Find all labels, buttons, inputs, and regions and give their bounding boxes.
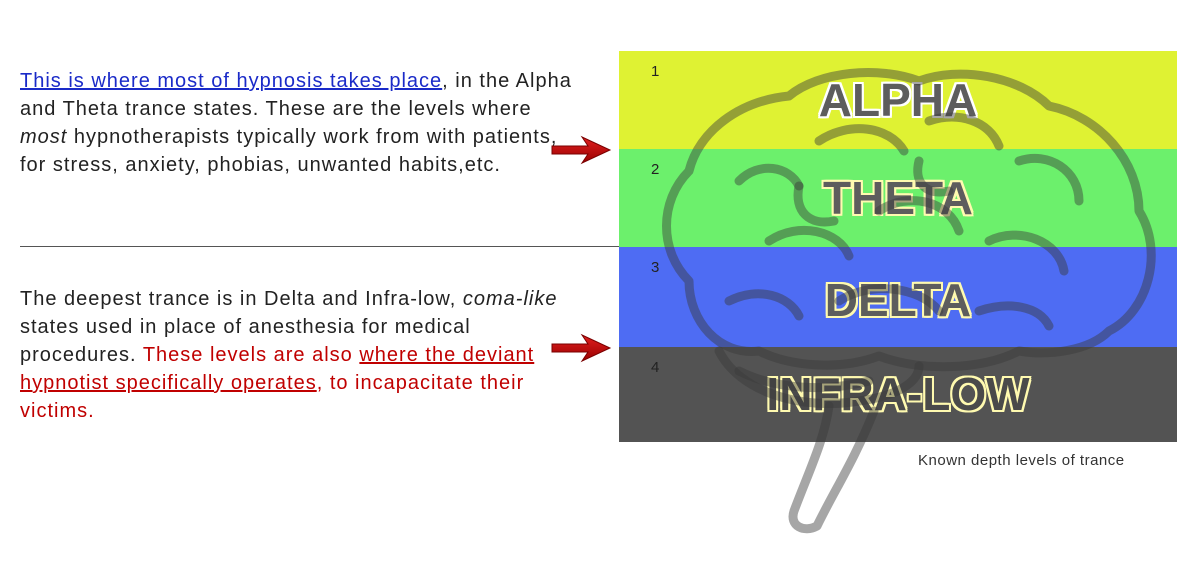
- band-number: 2: [651, 161, 660, 178]
- band-infra-low: 4 INFRA-LOW: [619, 347, 1177, 442]
- p1-text-a: in the Alpha and Theta trance states. Th…: [20, 70, 572, 120]
- p2-emphasis: coma-like: [462, 288, 558, 310]
- p1-comma: ,: [442, 70, 449, 92]
- right-arrow-icon: [551, 135, 612, 165]
- band-label-delta: DELTA: [824, 274, 972, 326]
- band-alpha: 1 ALPHA: [619, 51, 1177, 149]
- band-number: 1: [651, 63, 660, 80]
- p2-red-end: , to incapacitate their victims.: [20, 372, 525, 422]
- deviant-hypnotist-link[interactable]: where the deviant hypnotist specifically…: [20, 344, 535, 394]
- p1-emphasis: most: [20, 126, 68, 148]
- band-label-theta: THETA: [823, 172, 973, 224]
- p2-text-a: The deepest trance is in Delta and Infra…: [20, 288, 463, 310]
- band-label-infra-low: INFRA-LOW: [766, 368, 1030, 420]
- hypnosis-place-link[interactable]: This is where most of hypnosis takes pla…: [20, 70, 443, 92]
- band-number: 4: [651, 359, 660, 376]
- section-divider: [20, 246, 620, 247]
- intro-paragraph: This is where most of hypnosis takes pla…: [20, 67, 580, 179]
- band-number: 3: [651, 259, 660, 276]
- band-theta: 2 THETA: [619, 149, 1177, 247]
- band-delta: 3 DELTA: [619, 247, 1177, 347]
- right-arrow-icon: [551, 333, 612, 363]
- band-label-alpha: ALPHA: [818, 74, 978, 126]
- p2-red-text: These levels are also: [142, 344, 360, 366]
- p2-text-b: states used in place of anesthesia for m…: [20, 316, 471, 366]
- diagram-caption: Known depth levels of trance: [918, 452, 1125, 469]
- p1-text-b: hypnotherapists typically work from with…: [20, 126, 558, 176]
- deep-trance-paragraph: The deepest trance is in Delta and Infra…: [20, 285, 580, 425]
